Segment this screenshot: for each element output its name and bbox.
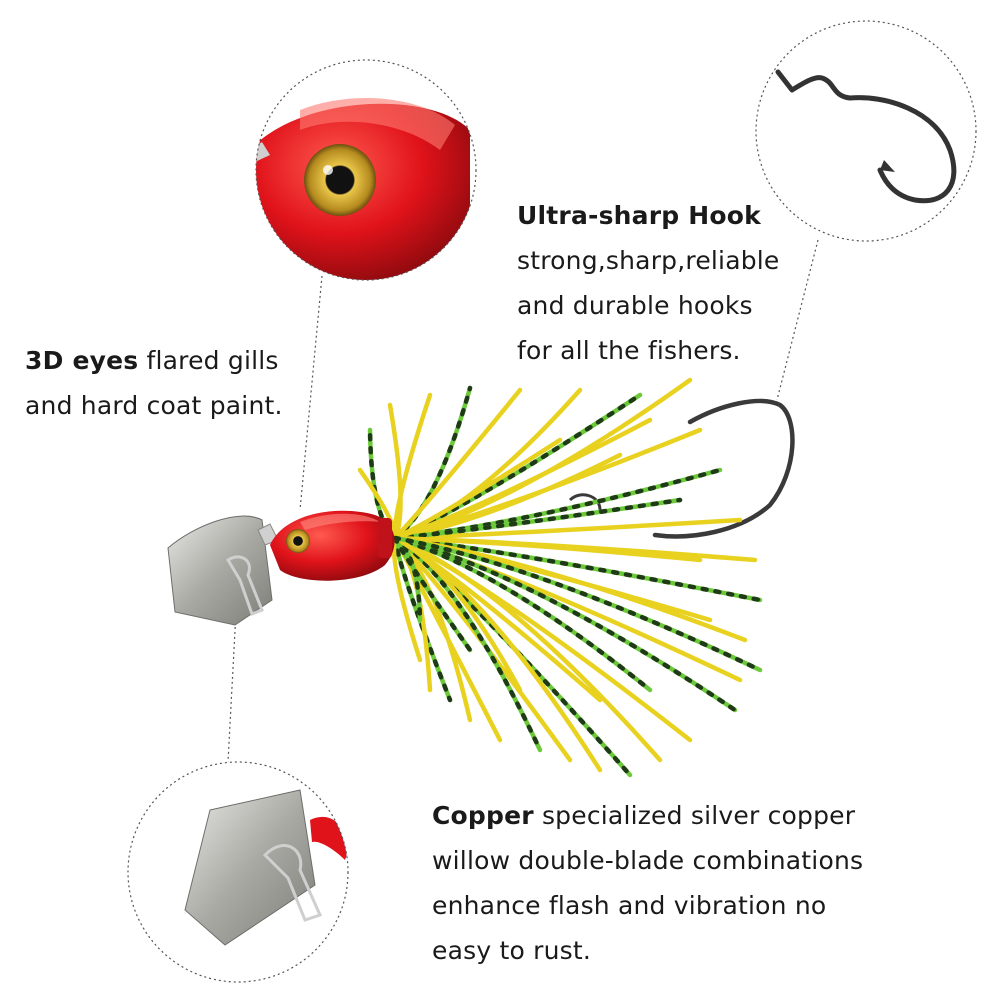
- skirt-strand-stripes: [367, 427, 398, 541]
- skirt-strand-yellow: [392, 417, 653, 541]
- copper-callout-line-3: enhance flash and vibration no: [432, 891, 827, 920]
- eye-icon: [304, 144, 376, 216]
- eye-leader-line: [299, 275, 323, 511]
- blade-icon: [184, 789, 316, 946]
- blade-detail-circle: [127, 761, 349, 983]
- eyes-callout-line-1: flared gills: [138, 346, 279, 375]
- hook-icon: [775, 69, 957, 204]
- skirt-strand-stripes: [392, 535, 653, 693]
- hook-callout: Ultra-sharp Hook strong,sharp,reliable a…: [517, 193, 780, 373]
- hook-callout-title: Ultra-sharp Hook: [517, 201, 761, 230]
- skirt-strand-stripes: [392, 467, 723, 541]
- copper-callout: Copper specialized silver copper willow …: [432, 793, 863, 973]
- eyes-callout-title: 3D eyes: [25, 346, 139, 375]
- lure-eye-icon: [286, 529, 310, 553]
- skirt-strand-stripes: [392, 535, 543, 753]
- lure-hook-icon: [652, 398, 795, 539]
- chatterbait-lure: [167, 377, 795, 778]
- copper-callout-line-1: specialized silver copper: [533, 801, 856, 830]
- skirt-strand-yellow: [392, 535, 703, 563]
- skirt-strand-green: [392, 535, 473, 653]
- hook-callout-line-3: for all the fishers.: [517, 336, 741, 365]
- skirt: [357, 377, 763, 778]
- hook-detail-circle: [755, 20, 977, 242]
- eye-detail-circle: [255, 59, 477, 281]
- skirt-strand-green: [392, 535, 453, 703]
- lure-head-icon: [270, 510, 395, 581]
- skirt-strand-stripes: [392, 392, 643, 541]
- hook-leader-line: [776, 239, 819, 401]
- hook-callout-line-1: strong,sharp,reliable: [517, 246, 780, 275]
- skirt-strand-yellow: [392, 535, 523, 693]
- copper-callout-line-2: willow double-blade combinations: [432, 846, 864, 875]
- skirt-strand-yellow: [357, 467, 398, 541]
- skirt-strand-stripes: [392, 497, 683, 541]
- skirt-strand-yellow: [392, 452, 623, 541]
- blade-leader-line: [227, 611, 237, 763]
- hook-callout-line-2: and durable hooks: [517, 291, 753, 320]
- skirt-strand-yellow: [392, 387, 523, 541]
- skirt-strand-stripes: [392, 535, 763, 673]
- lure-blade-icon: [167, 515, 273, 626]
- copper-callout-title: Copper: [432, 801, 534, 830]
- copper-callout-line-4: easy to rust.: [432, 936, 592, 965]
- eyes-callout-line-2: and hard coat paint.: [25, 391, 283, 420]
- eyes-callout: 3D eyes flared gills and hard coat paint…: [25, 338, 283, 428]
- skirt-strand-stripes: [392, 535, 763, 603]
- skirt-strand-yellow: [392, 535, 663, 763]
